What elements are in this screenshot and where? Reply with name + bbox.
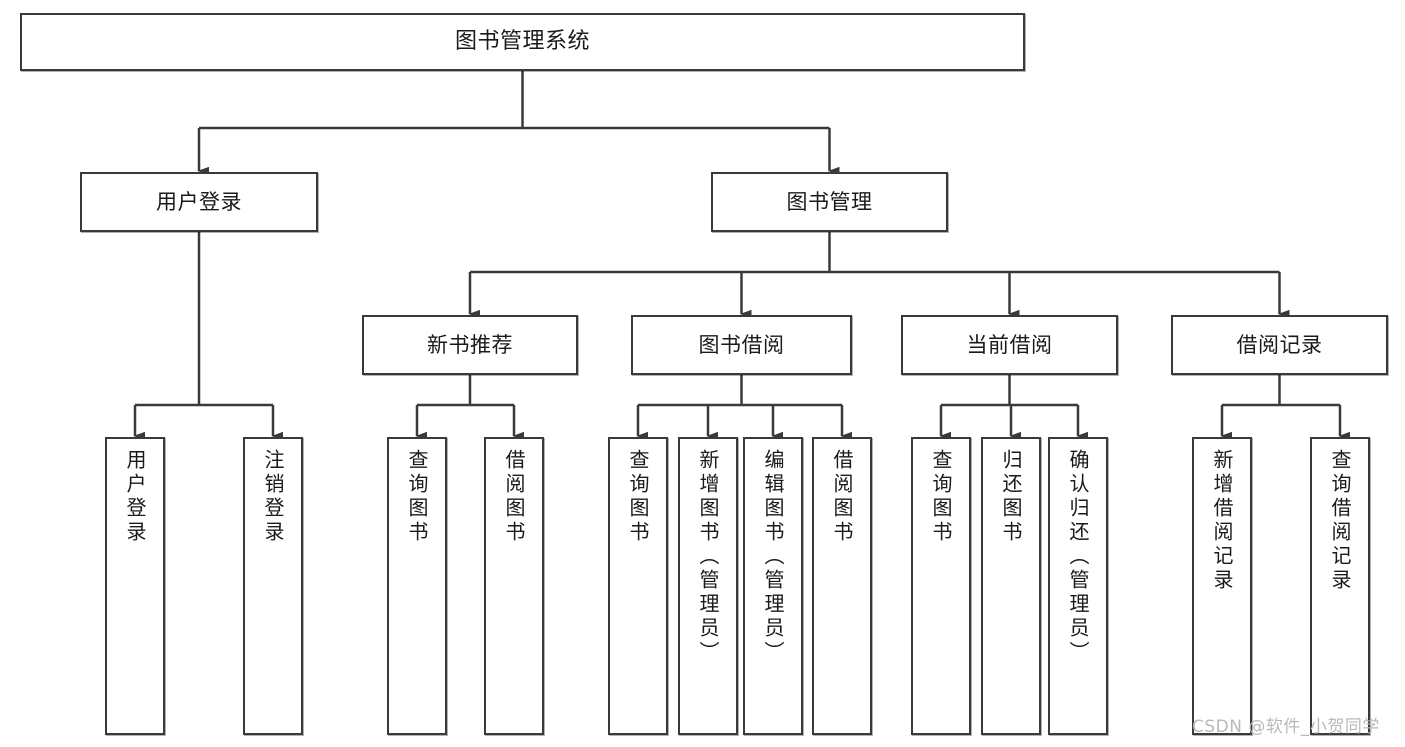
- node-leaf-br-query-label: 查询借阅记录: [1328, 449, 1352, 593]
- node-new-book-rec[interactable]: 新书推荐: [362, 315, 578, 375]
- node-leaf-br-add-label: 新增借阅记录: [1210, 449, 1234, 593]
- node-borrow-record[interactable]: 借阅记录: [1171, 315, 1388, 375]
- node-leaf-bb-edit[interactable]: 编辑图书（管理员）: [743, 437, 803, 735]
- node-book-borrow[interactable]: 图书借阅: [631, 315, 852, 375]
- node-root-label: 图书管理系统: [454, 29, 590, 55]
- edges-group: [133, 71, 1350, 441]
- node-leaf-cb-confirm-label: 确认归还（管理员）: [1066, 449, 1090, 665]
- node-current-borrow-label: 当前借阅: [966, 332, 1053, 357]
- node-book-manage[interactable]: 图书管理: [711, 172, 948, 232]
- node-leaf-rec-borrow-label: 借阅图书: [502, 449, 526, 545]
- node-book-borrow-label: 图书借阅: [698, 332, 785, 357]
- node-leaf-cb-confirm[interactable]: 确认归还（管理员）: [1048, 437, 1108, 735]
- node-leaf-cb-query[interactable]: 查询图书: [911, 437, 971, 735]
- node-leaf-bb-add-label: 新增图书（管理员）: [696, 449, 720, 665]
- node-leaf-cb-query-label: 查询图书: [929, 449, 953, 545]
- node-leaf-user-login[interactable]: 用户登录: [105, 437, 165, 735]
- node-leaf-user-logout-label: 注销登录: [261, 449, 285, 545]
- node-leaf-rec-borrow[interactable]: 借阅图书: [484, 437, 544, 735]
- node-leaf-user-login-label: 用户登录: [123, 449, 147, 545]
- node-leaf-cb-return-label: 归还图书: [999, 449, 1023, 545]
- node-leaf-cb-return[interactable]: 归还图书: [981, 437, 1041, 735]
- node-user-login-label: 用户登录: [156, 189, 242, 214]
- node-user-login[interactable]: 用户登录: [80, 172, 318, 232]
- csdn-watermark: CSDN @软件_小贺同学: [1192, 717, 1380, 737]
- node-leaf-user-logout[interactable]: 注销登录: [243, 437, 303, 735]
- node-new-book-rec-label: 新书推荐: [427, 332, 513, 357]
- node-book-manage-label: 图书管理: [786, 189, 873, 214]
- node-leaf-bb-edit-label: 编辑图书（管理员）: [761, 449, 785, 665]
- node-current-borrow[interactable]: 当前借阅: [901, 315, 1118, 375]
- node-leaf-rec-query-label: 查询图书: [405, 449, 429, 545]
- node-leaf-bb-add[interactable]: 新增图书（管理员）: [678, 437, 738, 735]
- node-leaf-br-add[interactable]: 新增借阅记录: [1192, 437, 1252, 735]
- node-leaf-bb-query[interactable]: 查询图书: [608, 437, 668, 735]
- node-leaf-br-query[interactable]: 查询借阅记录: [1310, 437, 1370, 735]
- node-borrow-record-label: 借阅记录: [1236, 332, 1323, 357]
- node-leaf-bb-query-label: 查询图书: [626, 449, 650, 545]
- node-leaf-bb-borrow[interactable]: 借阅图书: [812, 437, 872, 735]
- node-leaf-bb-borrow-label: 借阅图书: [830, 449, 854, 545]
- node-root[interactable]: 图书管理系统: [20, 13, 1025, 71]
- node-leaf-rec-query[interactable]: 查询图书: [387, 437, 447, 735]
